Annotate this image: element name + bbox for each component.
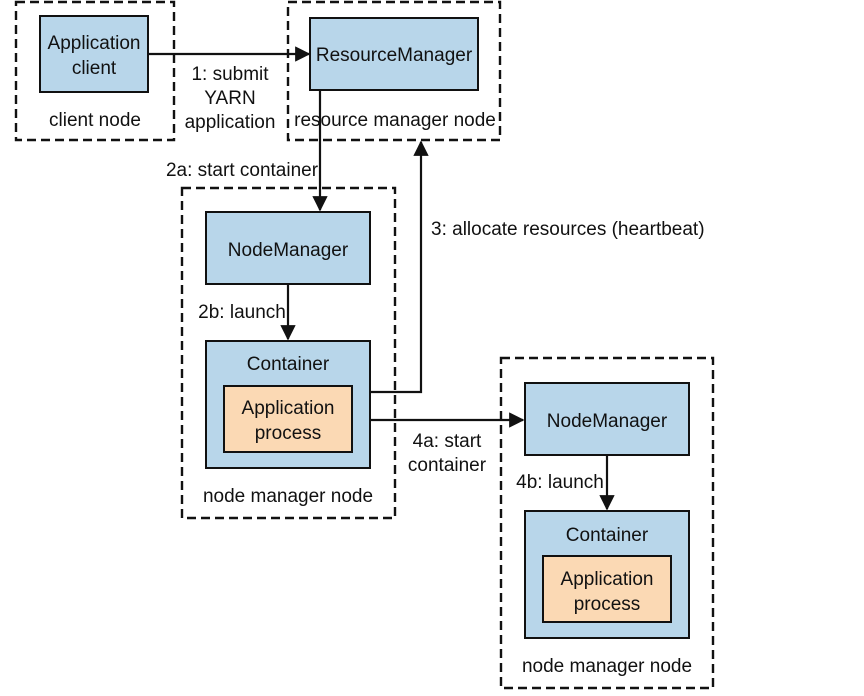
node-manager-node-2-group: NodeManager Container Application proces… bbox=[499, 356, 715, 690]
node-manager-node-1-label: node manager node bbox=[203, 486, 373, 507]
node-manager-node-1-group: NodeManager Container Application proces… bbox=[180, 186, 397, 520]
node-manager-node-2-label: node manager node bbox=[522, 656, 692, 677]
container-2-label: Container bbox=[566, 525, 649, 546]
client-node-group: Application client client node bbox=[14, 0, 176, 142]
application-process-2-label-line2: process bbox=[574, 594, 641, 615]
node-manager-node-2-boundary bbox=[499, 356, 715, 690]
client-node-label: client node bbox=[49, 110, 141, 131]
node-manager-1-box bbox=[205, 211, 371, 285]
container-1-label: Container bbox=[247, 354, 330, 375]
edge-allocate-3-arrow bbox=[370, 140, 429, 394]
edge-submit-label-line3: application bbox=[185, 112, 276, 133]
resource-manager-node-label: resource manager node bbox=[294, 110, 496, 131]
edge-start-container-2a-label: 2a: start container bbox=[166, 160, 319, 181]
edge-start-container-4a-label-line2: container bbox=[408, 455, 487, 476]
client-node-boundary bbox=[14, 0, 176, 142]
node-manager-node-1-boundary bbox=[180, 186, 397, 520]
application-client-label-line1: Application bbox=[48, 33, 141, 54]
application-client-label-line2: client bbox=[72, 58, 117, 79]
node-manager-1-label: NodeManager bbox=[228, 240, 349, 261]
edge-allocate-3-label: 3: allocate resources (heartbeat) bbox=[431, 219, 705, 240]
application-process-1-box bbox=[223, 385, 353, 453]
application-process-1-label-line1: Application bbox=[242, 398, 335, 419]
edge-launch-2b-label: 2b: launch bbox=[198, 302, 286, 323]
application-process-1-label-line2: process bbox=[255, 423, 322, 444]
application-process-2-box bbox=[542, 555, 672, 623]
node-manager-2-label: NodeManager bbox=[547, 411, 668, 432]
edge-submit-label-line2: YARN bbox=[204, 88, 255, 109]
edge-launch-4b-label: 4b: launch bbox=[516, 472, 604, 493]
edge-start-container-4a-label-line1: 4a: start bbox=[413, 431, 482, 452]
resource-manager-node-boundary bbox=[286, 0, 502, 142]
node-manager-2-box bbox=[524, 382, 690, 456]
application-process-2-label-line1: Application bbox=[561, 569, 654, 590]
resource-manager-node-group: ResourceManager resource manager node bbox=[286, 0, 502, 142]
application-client-box bbox=[39, 15, 149, 93]
resource-manager-label: ResourceManager bbox=[316, 45, 473, 66]
edge-submit-label-line1: 1: submit bbox=[191, 64, 269, 85]
